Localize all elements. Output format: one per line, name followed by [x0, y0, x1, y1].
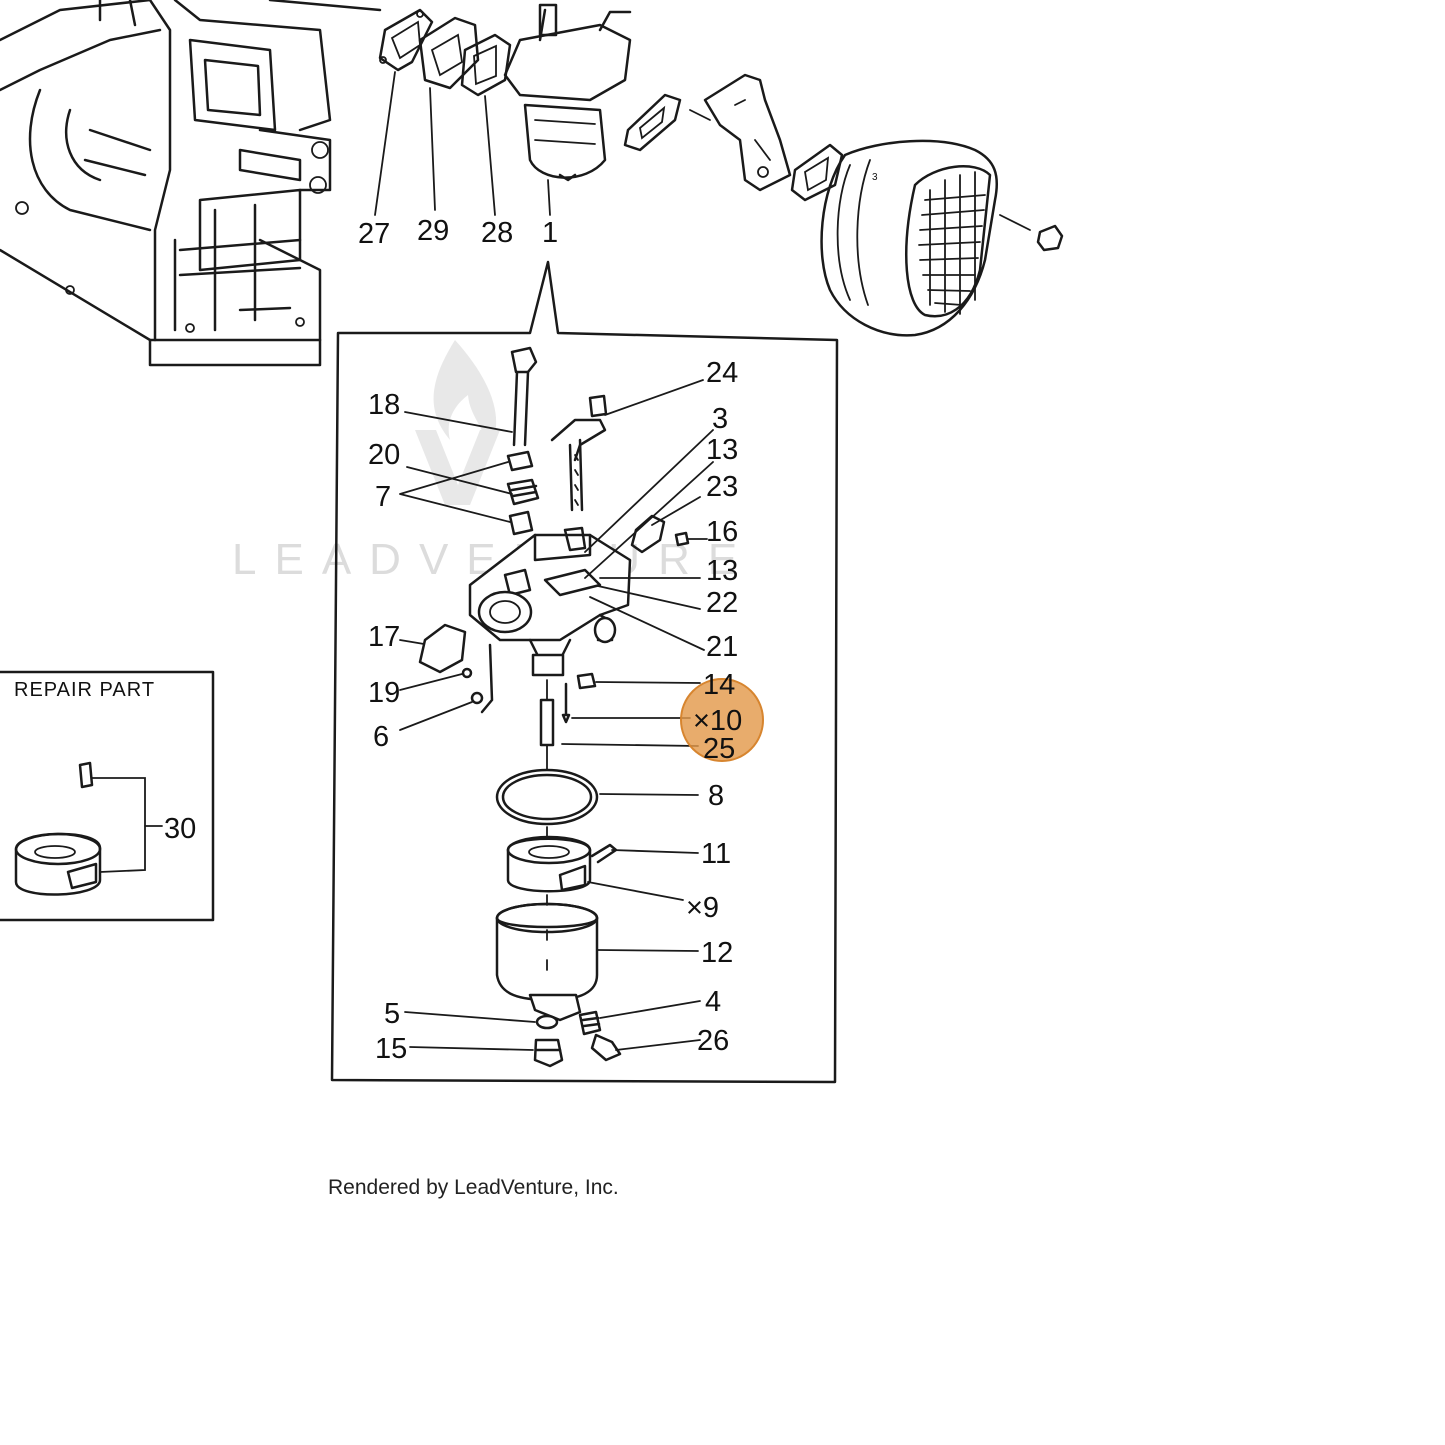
callout-10-highlighted[interactable]: ×10: [693, 705, 742, 737]
gasket-28: [460, 33, 512, 216]
highlight-marker[interactable]: [680, 678, 764, 762]
callout-11: 11: [701, 838, 731, 870]
filter-mark: 3: [872, 172, 878, 183]
callout-13-bottom: 13: [706, 555, 738, 587]
callout-24: 24: [706, 357, 738, 389]
callout-13-top: 13: [706, 434, 738, 466]
filter-grille: [918, 171, 986, 315]
carburetor-detail-box: [330, 260, 839, 1084]
carburetor-exploded-parts: [418, 346, 690, 1068]
callout-23: 23: [706, 471, 738, 503]
callout-5: 5: [384, 998, 400, 1030]
callout-30: 30: [164, 813, 196, 845]
callout-4: 4: [705, 986, 721, 1018]
callout-18: 18: [368, 389, 400, 421]
carburetor-assembly-top: [503, 3, 632, 216]
repair-part-title: REPAIR PART: [14, 679, 155, 701]
callout-14: 14: [703, 669, 735, 701]
callout-9: ×9: [686, 892, 719, 924]
air-cleaner-bracket: [703, 73, 792, 192]
air-cleaner-housing: 3: [820, 139, 1064, 337]
callout-26: 26: [697, 1025, 729, 1057]
callout-8: 8: [708, 780, 724, 812]
callout-19: 19: [368, 677, 400, 709]
detail-callouts: 18 20 7 24 3 13 23 16 13 22 21 17 19 6 1…: [368, 357, 742, 1065]
leader-lines: [399, 379, 714, 1051]
callout-20: 20: [368, 439, 400, 471]
leadventure-watermark: LEADVENTURE: [232, 340, 737, 584]
callout-12: 12: [701, 937, 733, 969]
callout-28: 28: [481, 217, 513, 249]
insulator-29: [418, 16, 480, 211]
repair-part-box: REPAIR PART 30: [0, 670, 215, 922]
callout-3: 3: [712, 403, 728, 435]
watermark-v-logo: [415, 430, 500, 505]
callout-25: 25: [703, 733, 735, 765]
gasket-air-cleaner: [623, 93, 711, 152]
gasket-27: [374, 8, 434, 216]
footer-credit: Rendered by LeadVenture, Inc.: [328, 1176, 619, 1199]
callout-15: 15: [375, 1033, 407, 1065]
top-callouts: 27 29 28 1: [358, 215, 558, 250]
engine-block: [0, 0, 382, 367]
callout-21: 21: [706, 631, 738, 663]
callout-27: 27: [358, 218, 390, 250]
callout-7: 7: [375, 481, 391, 513]
callout-29: 29: [417, 215, 449, 247]
callout-16: 16: [706, 516, 738, 548]
callout-22: 22: [706, 587, 738, 619]
callout-1: 1: [542, 217, 558, 249]
gasket-filter: [790, 143, 844, 202]
callout-6: 6: [373, 721, 389, 753]
callout-17: 17: [368, 621, 400, 653]
